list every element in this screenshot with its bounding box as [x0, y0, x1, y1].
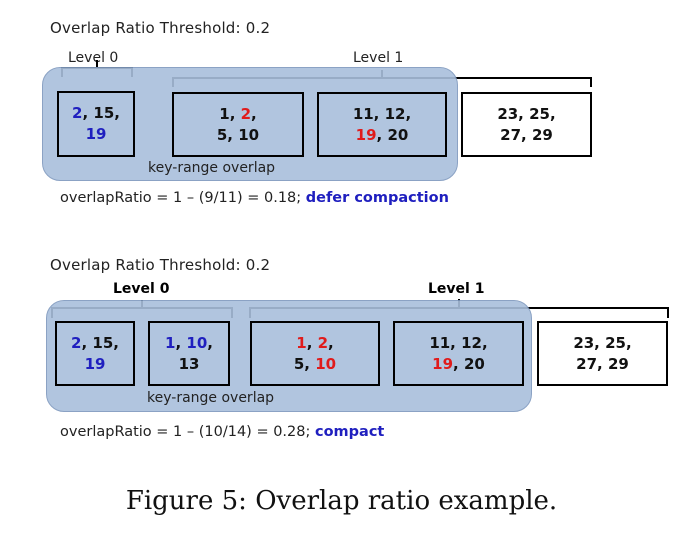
sstable-key-line: 5, 10	[294, 354, 336, 375]
sstable-key-line: 27, 29	[576, 354, 629, 375]
sstable-key: 1	[296, 333, 307, 352]
sstable-key-line: 19, 20	[432, 354, 485, 375]
sstable-key: 2	[72, 104, 83, 122]
sstable-key-line: 27, 29	[500, 125, 553, 146]
sstable-key: 19	[355, 125, 377, 144]
formula-text: overlapRatio = 1 – (10/14) = 0.28;	[60, 424, 315, 440]
sstable-level0-1: 2, 15,19	[55, 321, 135, 386]
level0-label: Level 0	[113, 281, 170, 297]
sstable-key: 10	[186, 333, 208, 352]
sstable-key: 15	[93, 104, 115, 122]
sstable-key: 11, 12,	[429, 333, 488, 352]
sstable-key-line: 2, 15,	[71, 333, 119, 354]
sstable-level1-3: 23, 25, 27, 29	[461, 92, 592, 157]
compaction-decision: defer compaction	[305, 190, 449, 206]
sstable-level0-1: 2, 15,19	[57, 91, 135, 157]
sstable-level1-1: 1, 2,5, 10	[250, 321, 380, 386]
sstable-key: , 20	[453, 354, 485, 373]
sstable-key: 23, 25,	[573, 333, 632, 352]
sstable-key: , 15,	[81, 333, 119, 352]
threshold-label: Overlap Ratio Threshold: 0.2	[50, 256, 271, 274]
sstable-key: ,	[82, 104, 94, 122]
level1-label: Level 1	[353, 50, 404, 66]
sstable-key: 5,	[293, 354, 316, 373]
sstable-key: ,	[251, 104, 257, 123]
sstable-key-line: 19	[86, 124, 107, 145]
threshold-label: Overlap Ratio Threshold: 0.2	[50, 19, 271, 37]
sstable-key-line: 1, 10,	[165, 333, 213, 354]
sstable-key: 2	[317, 333, 329, 352]
sstable-key: 5, 10	[216, 125, 260, 144]
level0-label: Level 0	[68, 50, 119, 66]
overlap-ratio-formula: overlapRatio = 1 – (9/11) = 0.18; defer …	[60, 190, 449, 206]
sstable-key: ,	[229, 104, 241, 123]
sstable-level1-1: 1, 2,5, 10	[172, 92, 304, 157]
sstable-key-line: 19, 20	[356, 125, 409, 146]
sstable-key-line: 5, 10	[217, 125, 259, 146]
sstable-key: 10	[315, 354, 337, 373]
sstable-key: 23, 25,	[497, 104, 556, 123]
sstable-key-line: 11, 12,	[429, 333, 487, 354]
compaction-decision: compact	[315, 424, 385, 440]
sstable-key: ,	[114, 104, 120, 122]
sstable-key-line: 13	[179, 354, 200, 375]
figure-caption: Figure 5: Overlap ratio example.	[125, 486, 558, 516]
sstable-key: 27, 29	[500, 125, 553, 144]
sstable-key-line: 1, 2,	[296, 333, 334, 354]
sstable-key: 19	[84, 354, 106, 373]
sstable-key: 13	[178, 354, 200, 373]
overlap-label: key-range overlap	[147, 390, 275, 406]
sstable-key-line: 23, 25,	[573, 333, 631, 354]
overlap-ratio-formula: overlapRatio = 1 – (10/14) = 0.28; compa…	[60, 424, 384, 440]
sstable-key: 11, 12,	[352, 104, 412, 123]
overlap-label: key-range overlap	[148, 160, 276, 176]
sstable-key-line: 2, 15,	[72, 103, 120, 124]
sstable-key: 1	[165, 333, 176, 352]
sstable-key: 19	[432, 354, 454, 373]
sstable-key: 27, 29	[576, 354, 629, 373]
sstable-key-line: 1, 2,	[219, 104, 257, 125]
formula-text: overlapRatio = 1 – (9/11) = 0.18;	[60, 190, 306, 206]
sstable-key-line: 11, 12,	[353, 104, 411, 125]
sstable-key-line: 23, 25,	[497, 104, 555, 125]
sstable-key: ,	[306, 333, 318, 352]
sstable-key: ,	[207, 333, 213, 352]
level1-bracket	[249, 299, 669, 318]
sstable-level1-2: 11, 12, 19, 20	[393, 321, 524, 386]
sstable-level0-2: 1, 10,13	[148, 321, 230, 386]
key-range-overlap-region	[42, 67, 458, 181]
sstable-key: 1	[219, 104, 230, 123]
sstable-key: 19	[85, 125, 107, 143]
sstable-key-line: 19	[85, 354, 106, 375]
level1-label: Level 1	[428, 281, 485, 297]
sstable-key: ,	[175, 333, 187, 352]
sstable-level1-3: 23, 25, 27, 29	[537, 321, 668, 386]
sstable-level1-2: 11, 12, 19, 20	[317, 92, 447, 157]
sstable-key: ,	[328, 333, 334, 352]
sstable-key: , 20	[376, 125, 409, 144]
sstable-key: 2	[71, 333, 82, 352]
key-range-overlap-region	[46, 300, 532, 412]
sstable-key: 2	[240, 104, 252, 123]
